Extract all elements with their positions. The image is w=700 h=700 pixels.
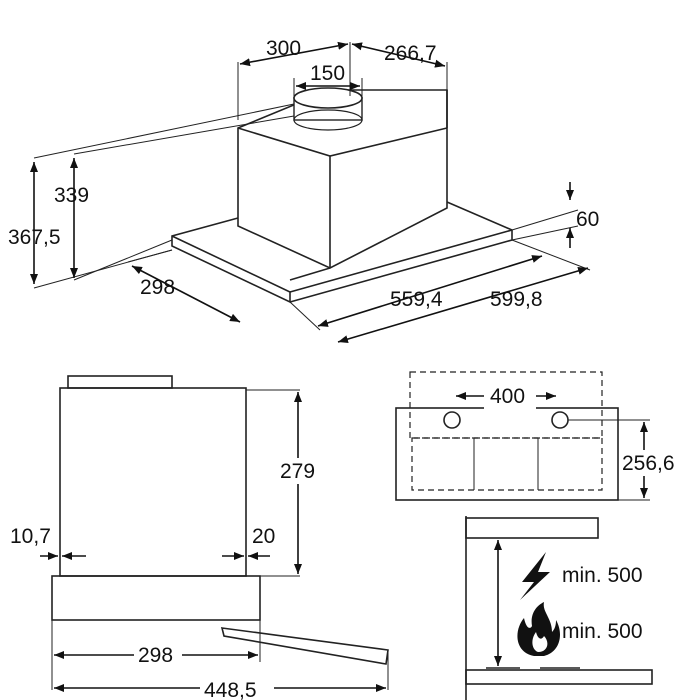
dim-line-599-8 — [337, 267, 589, 343]
dim-label-448-5: 448,5 — [204, 679, 257, 700]
extension-lines — [33, 42, 591, 331]
dim-label-150: 150 — [310, 62, 345, 85]
dim-label-256-6: 256,6 — [622, 452, 675, 475]
hood-body-front — [395, 407, 619, 501]
flame-icon — [517, 602, 560, 656]
mounting-hole-right — [551, 411, 569, 429]
clearance-view: min. 500 min. 500 — [465, 516, 653, 700]
dim-label-20: 20 — [252, 525, 275, 548]
mounting-hole-left — [443, 411, 461, 429]
dim-label-400: 400 — [490, 385, 525, 408]
dim-line-300 — [239, 41, 349, 67]
dim-label-339: 339 — [54, 184, 89, 207]
hood-body-side — [51, 575, 261, 621]
dim-label-300: 300 — [266, 37, 301, 60]
dim-label-298-iso: 298 — [140, 276, 175, 299]
cooktop — [465, 669, 653, 685]
dim-line-298-iso — [131, 265, 241, 323]
visor-side — [220, 627, 389, 665]
dim-label-10-7: 10,7 — [10, 525, 51, 548]
dim-label-60: 60 — [576, 208, 599, 231]
hood-clearance — [465, 517, 599, 539]
duct-top — [67, 375, 173, 389]
dim-label-298-side: 298 — [138, 644, 173, 667]
dim-label-559-4: 559,4 — [390, 288, 443, 311]
front-view: 400 256,6 — [395, 371, 700, 501]
chimney-side — [59, 387, 247, 577]
dim-label-367-5: 367,5 — [8, 226, 61, 249]
isometric-view: 300 266,7 150 339 367,5 60 298 559,4 599… — [8, 37, 599, 343]
lightning-bolt-icon — [520, 552, 550, 600]
duct-outlet — [293, 87, 363, 131]
clearance-label-gas: min. 500 — [562, 620, 643, 643]
clearance-label-electric: min. 500 — [562, 564, 643, 587]
dim-line-266-7 — [351, 42, 446, 68]
dim-label-279: 279 — [280, 460, 315, 483]
dim-label-266-7: 266,7 — [384, 42, 437, 65]
dim-label-599-8: 599,8 — [490, 288, 543, 311]
filter-area-dashed — [411, 437, 603, 491]
side-view: 279 10,7 20 298 448,5 — [10, 375, 389, 700]
hood-plate — [171, 201, 513, 304]
